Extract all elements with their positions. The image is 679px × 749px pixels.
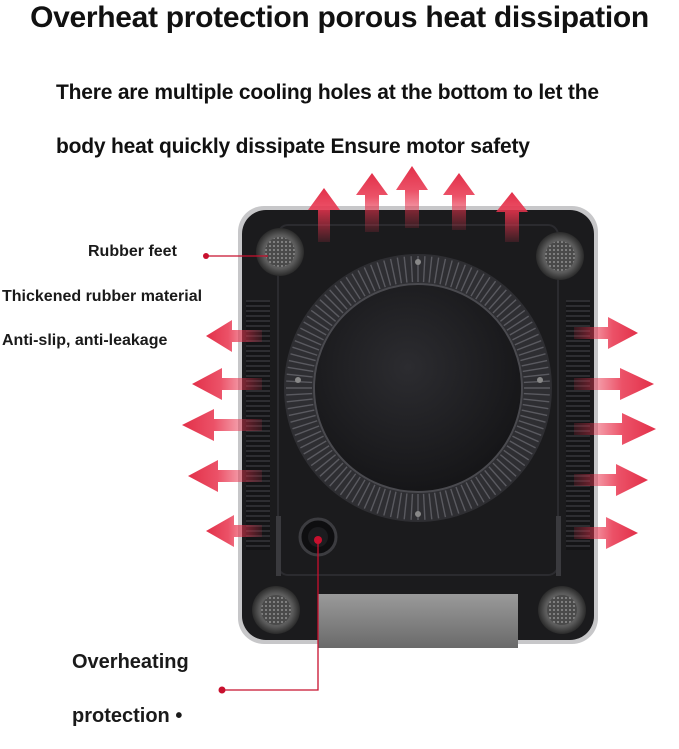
callout-material: Thickened rubber material: [2, 288, 203, 305]
description-line-2: body heat quickly dissipate Ensure motor…: [56, 135, 530, 158]
headline: Overheat protection porous heat dissipat…: [30, 1, 649, 34]
heat-arrow-up: [496, 192, 528, 242]
callout-rubber-feet: Rubber feet: [88, 243, 177, 260]
heat-arrows: [182, 166, 656, 549]
rubber-foot-bottom-right: [538, 586, 586, 634]
rubber-foot-bottom-left: [252, 586, 300, 634]
heat-arrow-left: [206, 515, 262, 547]
heat-arrow-left: [192, 368, 262, 400]
heat-arrow-left: [206, 320, 262, 352]
rubber-foot-top-left: [256, 228, 304, 276]
cooling-fan-disc: [284, 254, 552, 522]
heat-arrow-right: [574, 317, 638, 349]
heat-arrow-left: [182, 409, 262, 441]
rubber-foot-top-right: [536, 232, 584, 280]
heat-arrow-left: [188, 460, 262, 492]
heat-arrow-up: [443, 173, 475, 230]
callout-overheating-line-2: protection •: [72, 705, 183, 727]
callout-anti-slip: Anti-slip, anti-leakage: [2, 332, 168, 349]
label-plate: [318, 594, 518, 648]
heat-arrow-right: [574, 517, 638, 549]
heat-arrow-up: [308, 188, 340, 242]
heat-arrow-right: [574, 368, 654, 400]
callout-overheating-line-1: Overheating: [72, 651, 189, 673]
heat-arrow-right: [574, 413, 656, 445]
heat-arrow-up: [396, 166, 428, 228]
description-line-1: There are multiple cooling holes at the …: [56, 81, 599, 104]
heat-arrow-up: [356, 173, 388, 232]
leader-line-overheating: [218, 536, 322, 694]
leader-line-rubber-feet: [203, 253, 268, 259]
heat-arrow-right: [574, 464, 648, 496]
